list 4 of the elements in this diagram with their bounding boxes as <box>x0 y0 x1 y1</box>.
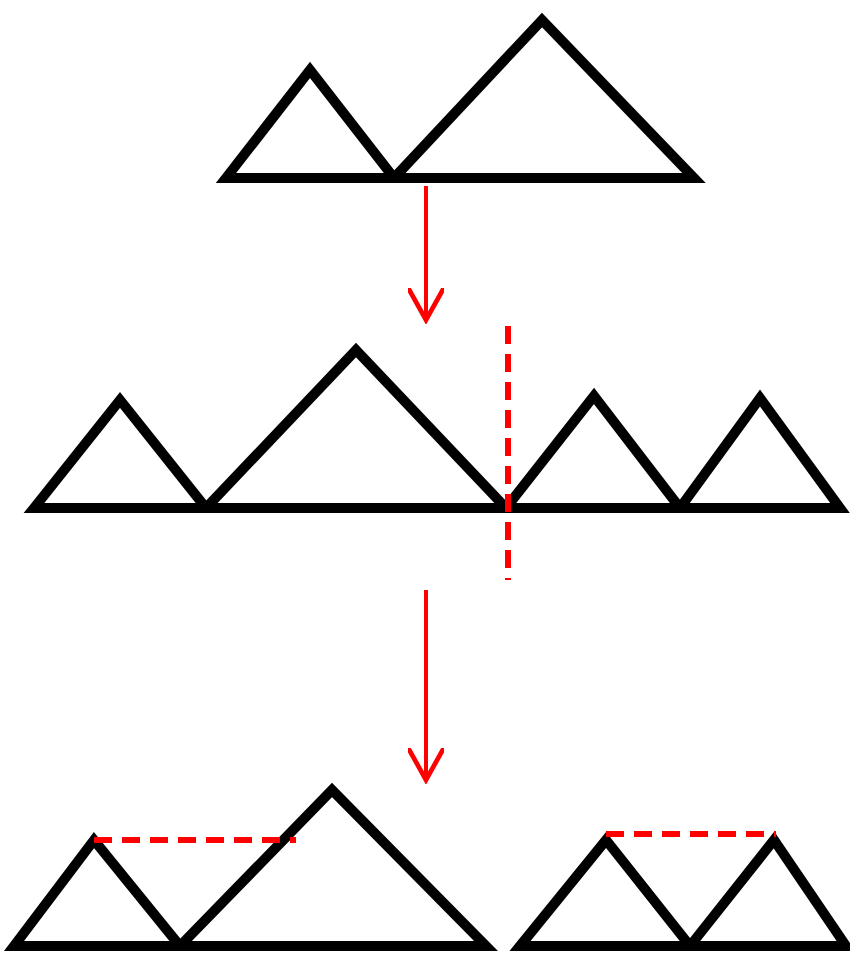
arrow <box>405 590 447 783</box>
triangles-drawing <box>220 10 700 186</box>
arrow <box>405 186 447 323</box>
triangles-drawing <box>6 780 850 956</box>
